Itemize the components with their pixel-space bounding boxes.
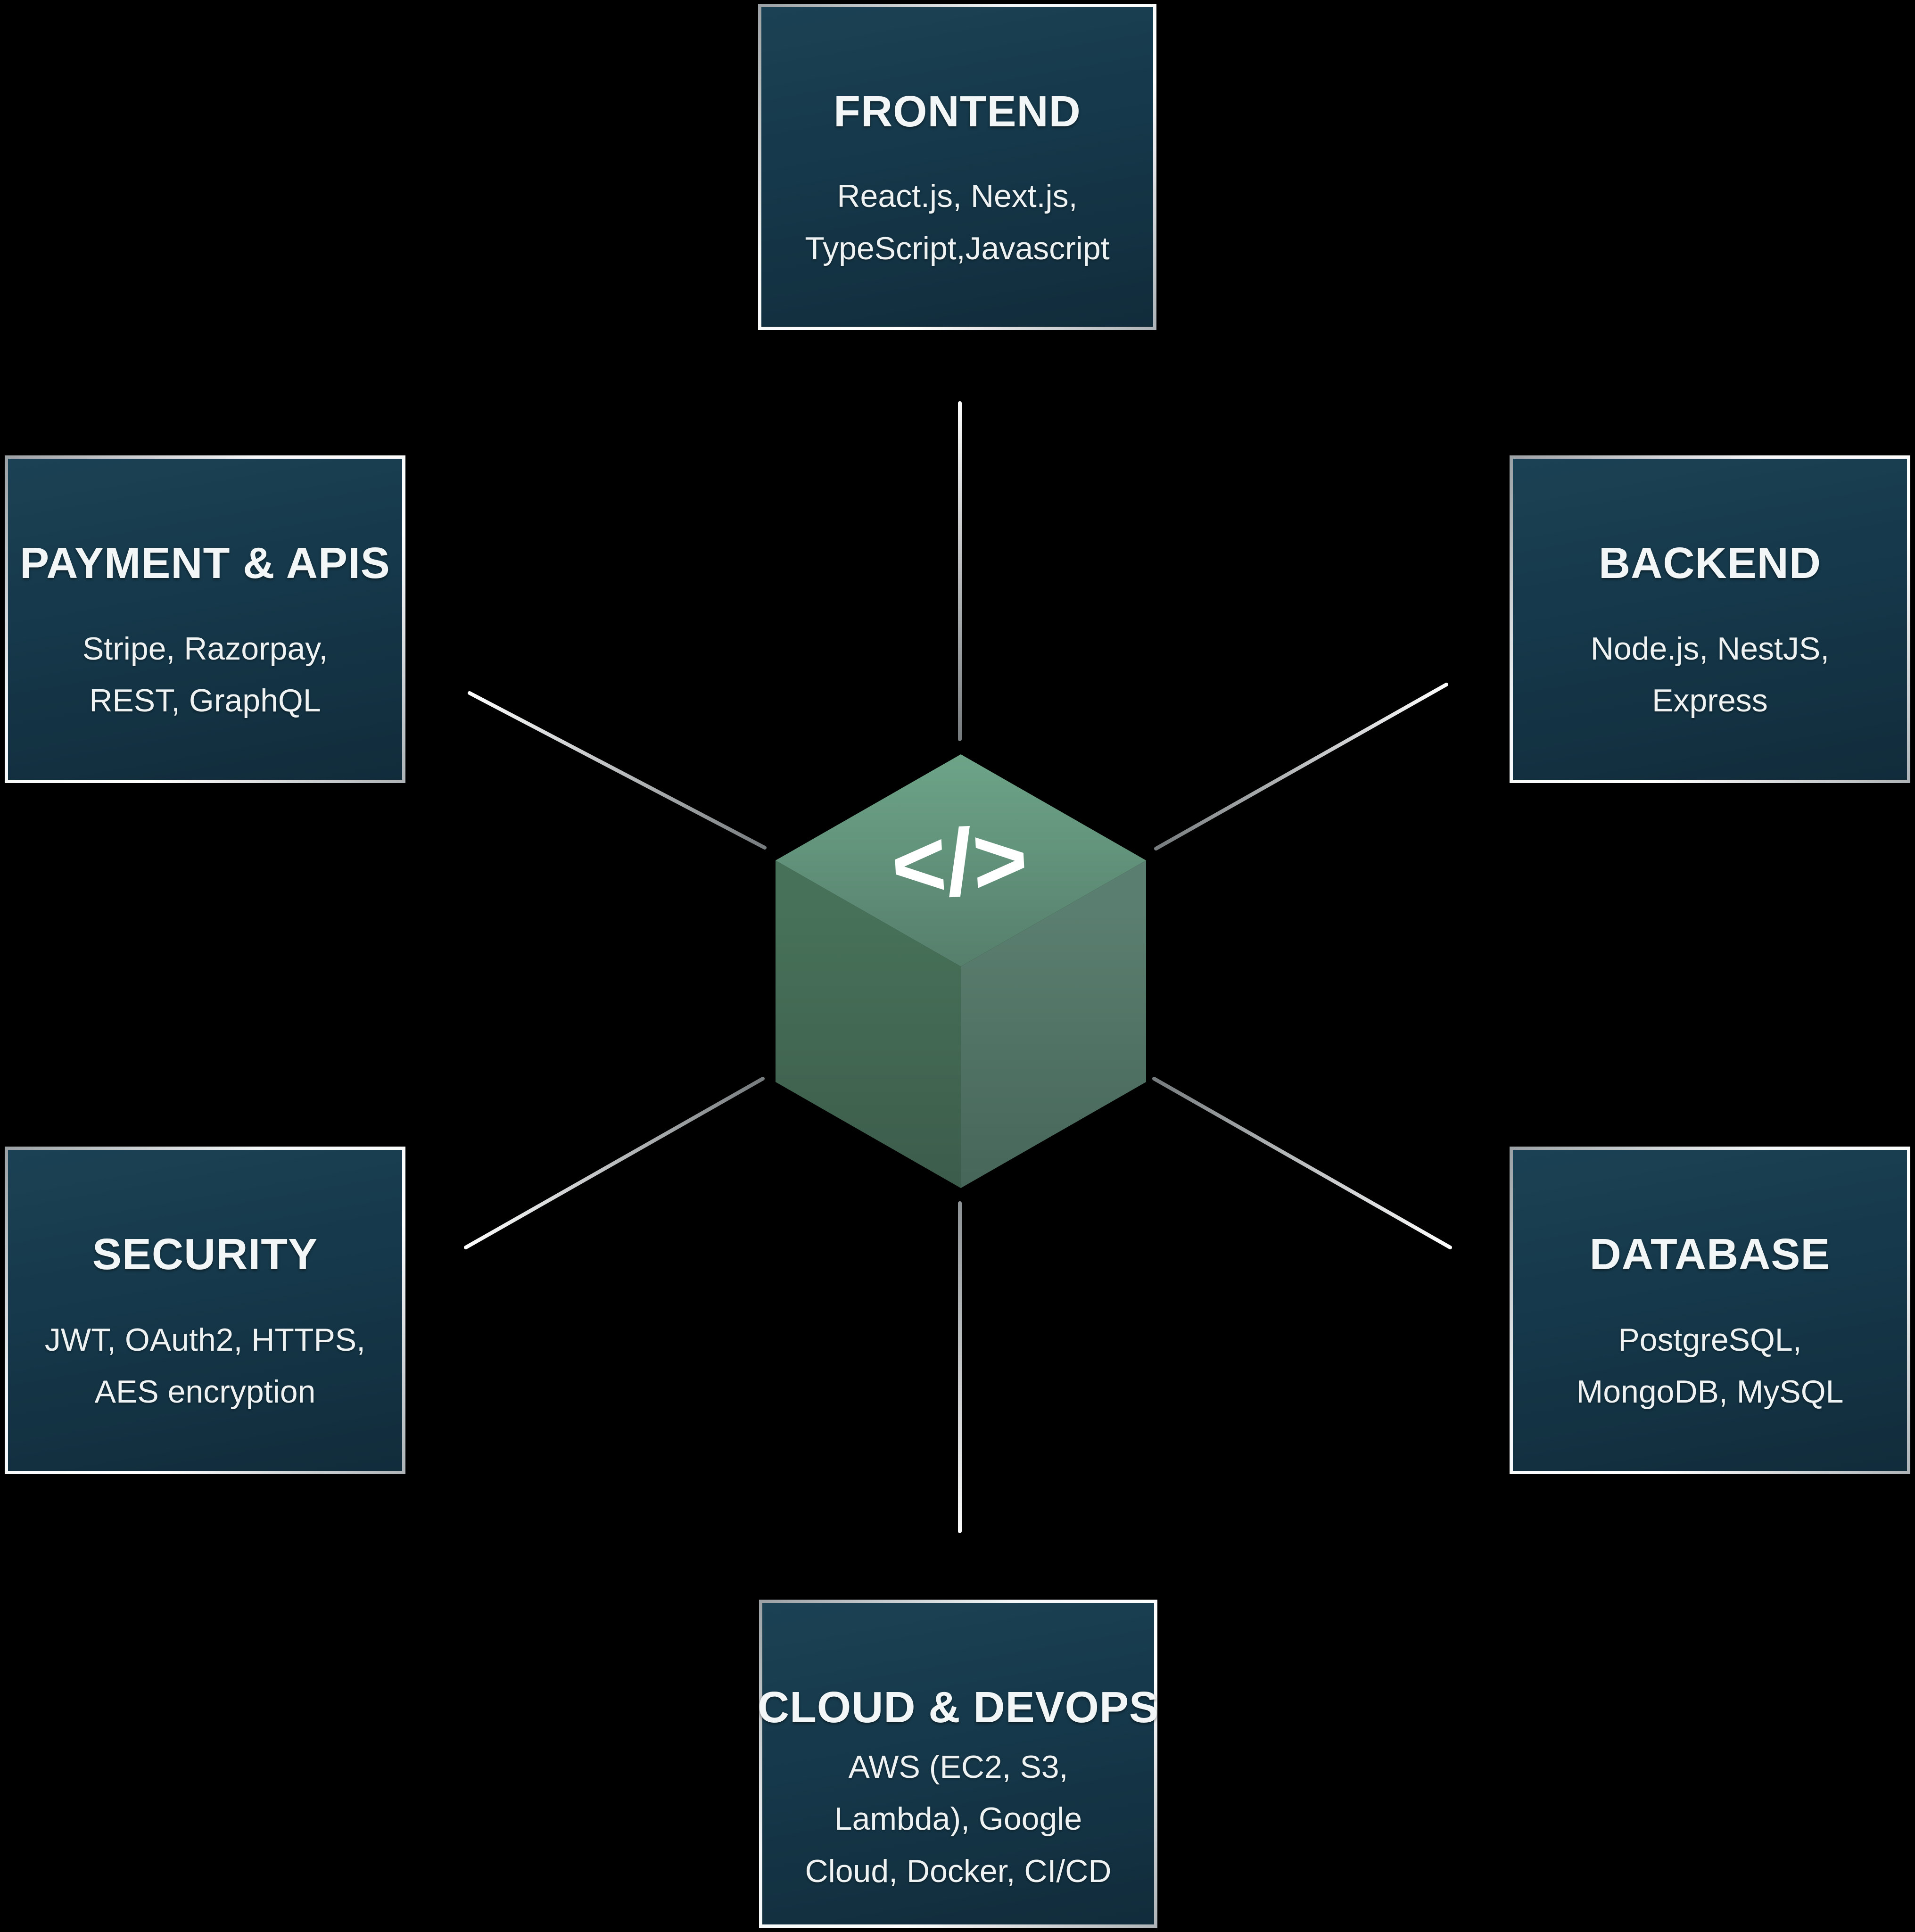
node-cloud-devops-subtitle: AWS (EC2, S3, Lambda), Google Cloud, Doc… [805,1733,1112,1924]
code-icon: </> [889,807,1030,919]
connector-backend [1154,683,1448,850]
subtitle-line: Lambda), Google [834,1801,1082,1837]
node-cloud-devops-title: CLOUD & DEVOPS [757,1683,1159,1732]
node-frontend-title: FRONTEND [834,87,1081,136]
node-payment-apis: PAYMENT & APIS Stripe, Razorpay, REST, G… [5,455,405,783]
connector-database [1152,1077,1452,1249]
cube-left-face [776,860,961,1188]
subtitle-line: Node.js, NestJS, [1590,630,1830,667]
node-backend: BACKEND Node.js, NestJS, Express [1510,455,1910,783]
node-security-subtitle: JWT, OAuth2, HTTPS, AES encryption [45,1280,365,1471]
node-frontend-subtitle: React.js, Next.js, TypeScript,Javascript [805,137,1109,327]
connector-security [464,1077,765,1249]
subtitle-line: AES encryption [94,1374,316,1410]
connector-payment-apis [468,691,767,850]
subtitle-line: Cloud, Docker, CI/CD [805,1853,1112,1889]
subtitle-line: React.js, Next.js, [837,178,1078,215]
node-security: SECURITY JWT, OAuth2, HTTPS, AES encrypt… [5,1147,405,1474]
cube-top-face [776,754,1146,966]
subtitle-line: PostgreSQL, [1618,1321,1802,1358]
subtitle-line: Express [1652,683,1768,718]
subtitle-line: TypeScript,Javascript [805,230,1110,266]
node-database-title: DATABASE [1589,1230,1831,1279]
node-backend-subtitle: Node.js, NestJS, Express [1591,588,1829,780]
cube-right-face [961,860,1146,1188]
node-cloud-devops: CLOUD & DEVOPS AWS (EC2, S3, Lambda), Go… [757,1600,1159,1928]
node-backend-title: BACKEND [1599,538,1821,587]
subtitle-line: REST, GraphQL [89,683,321,718]
subtitle-line: MongoDB, MySQL [1576,1374,1844,1410]
subtitle-line: Stripe, Razorpay, [82,630,328,667]
node-frontend: FRONTEND React.js, Next.js, TypeScript,J… [758,4,1156,330]
node-security-title: SECURITY [92,1230,318,1279]
node-payment-apis-subtitle: Stripe, Razorpay, REST, GraphQL [83,588,328,780]
subtitle-line: AWS (EC2, S3, [848,1749,1068,1785]
subtitle-line: JWT, OAuth2, HTTPS, [44,1321,366,1358]
node-database: DATABASE PostgreSQL, MongoDB, MySQL [1510,1147,1910,1474]
node-payment-apis-title: PAYMENT & APIS [20,538,390,587]
code-cube: </> [776,754,1146,1188]
node-database-subtitle: PostgreSQL, MongoDB, MySQL [1577,1280,1844,1471]
